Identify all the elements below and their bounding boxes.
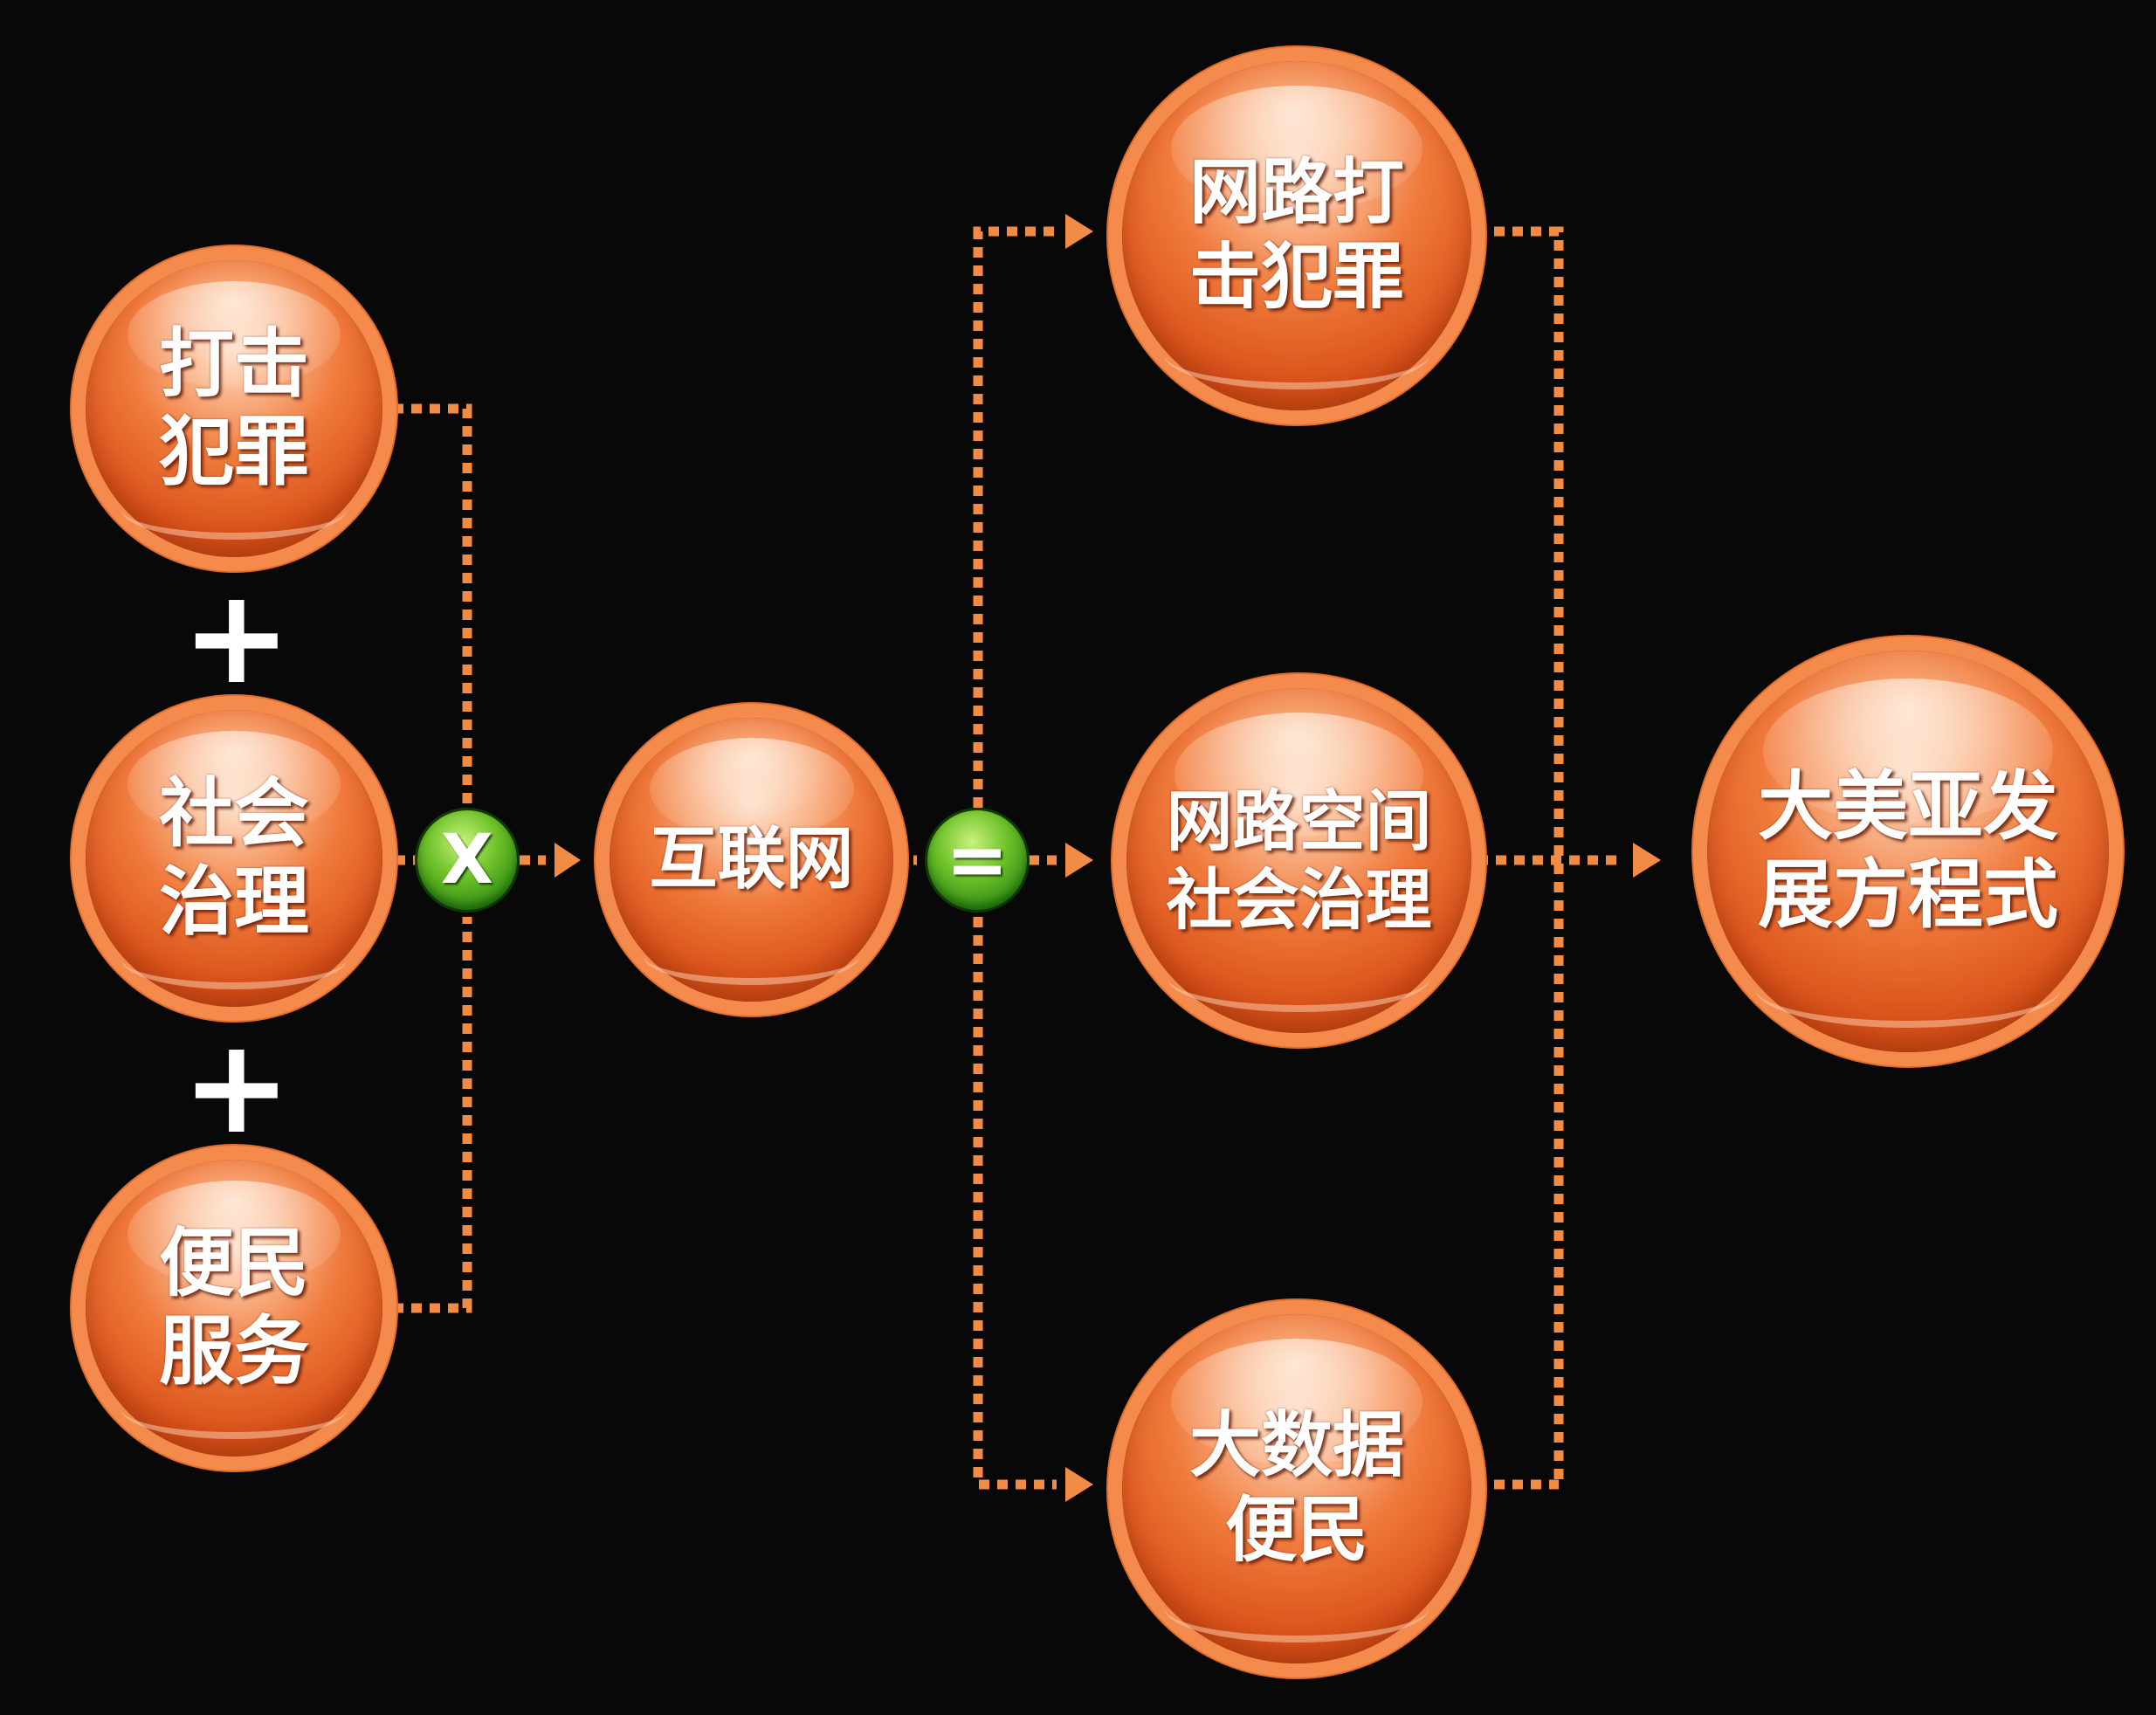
node-cyber-gov-label: 网路空间 社会治理 — [1166, 782, 1432, 939]
arrow-to-cybergov — [1065, 843, 1093, 878]
connector-equals-up — [973, 226, 1057, 808]
arrow-to-result — [1633, 843, 1661, 878]
plus-1: + — [182, 561, 292, 713]
node-result-label: 大美亚发 展方程式 — [1758, 762, 2058, 939]
node-cyber-gov: 网路空间 社会治理 — [1126, 688, 1471, 1033]
node-net-crime-label: 网路打 击犯罪 — [1188, 151, 1404, 319]
arrow-to-bigdata — [1065, 1467, 1093, 1502]
multiply-operator: X — [417, 810, 517, 910]
node-bigdata: 大数据 便民 — [1122, 1314, 1471, 1663]
connector-service — [393, 917, 472, 1313]
multiply-label: X — [440, 821, 494, 899]
connector-equals-down — [973, 917, 1057, 1490]
node-result: 大美亚发 展方程式 — [1707, 651, 2109, 1052]
arrow-to-netcrime — [1065, 214, 1093, 249]
node-net-crime: 网路打 击犯罪 — [1122, 61, 1471, 410]
node-internet-label: 互联网 — [649, 820, 854, 899]
arrow-to-internet — [554, 843, 581, 878]
node-crime-label: 打击 犯罪 — [159, 320, 309, 496]
node-internet: 互联网 — [610, 718, 893, 1002]
connector-netcrime-out — [1476, 226, 1564, 1484]
node-bigdata-label: 大数据 便民 — [1188, 1404, 1404, 1572]
equals-label: = — [945, 816, 1009, 904]
plus-2: + — [182, 1011, 292, 1163]
node-governance: 社会 治理 — [86, 710, 382, 1007]
connector-crime — [393, 403, 472, 808]
node-service: 便民 服务 — [86, 1160, 382, 1457]
equals-operator: = — [927, 810, 1027, 910]
node-service-label: 便民 服务 — [159, 1219, 309, 1395]
node-governance-label: 社会 治理 — [159, 769, 309, 946]
node-crime: 打击 犯罪 — [86, 260, 382, 557]
